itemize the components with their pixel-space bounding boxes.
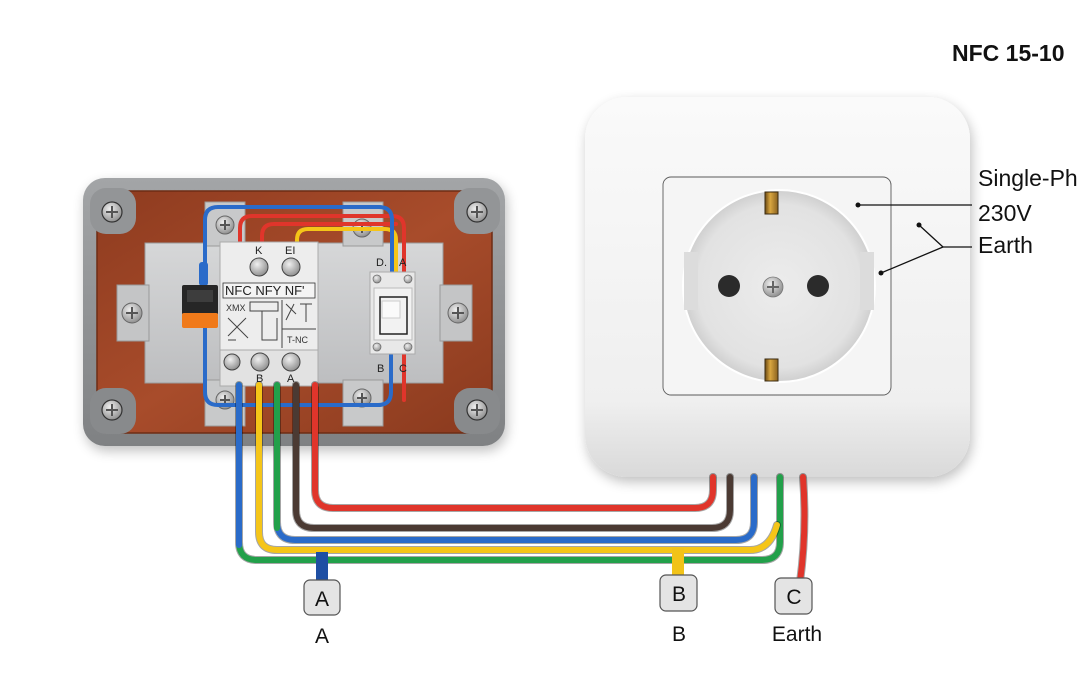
cable-run <box>235 381 809 586</box>
internal-wire-red <box>238 214 406 402</box>
breaker-strip-label: NFC NFY NF' <box>225 283 305 298</box>
breaker-module: K EI NFC NFY NF' XMX T-NC B A <box>219 241 319 387</box>
tag-letter: C <box>786 586 801 609</box>
callout-dot <box>916 222 922 228</box>
screw-icon <box>447 302 469 324</box>
tag-letter: A <box>315 588 329 611</box>
socket-side-notch-right <box>860 252 874 310</box>
screw-icon <box>215 215 235 235</box>
screw-icon <box>466 399 488 421</box>
terminal-screw-icon <box>281 352 301 372</box>
switch-bottom-label: C <box>399 363 407 375</box>
wire-connector <box>182 262 218 328</box>
breaker-top-label: K <box>255 245 263 257</box>
socket-side-notch-left <box>684 252 698 310</box>
terminal-label: A <box>315 625 329 648</box>
breaker-top-label: EI <box>285 245 295 257</box>
wire-yellow <box>256 382 780 553</box>
internal-wire-red-2 <box>260 222 398 250</box>
earth-clip-top-icon <box>764 191 779 215</box>
callout-lines <box>858 204 972 274</box>
callout-dot <box>878 270 884 276</box>
switch-top-label: A <box>399 257 407 269</box>
tag-clip-yellow <box>672 548 684 576</box>
tag-box <box>774 577 813 615</box>
callout-voltage: 230V <box>978 200 1032 226</box>
switch-top-label: D. <box>376 257 387 269</box>
wire-earth-lead <box>797 474 808 585</box>
callout-earth: Earth <box>978 232 1033 258</box>
breaker-symbol-icon <box>261 311 278 341</box>
terminal-screw-icon <box>223 353 241 371</box>
terminal-label: B <box>672 623 686 646</box>
screw-icon <box>101 201 123 223</box>
internal-wire-yellow <box>295 227 398 277</box>
terminal-c: C Earth <box>772 577 822 646</box>
earth-clip-bottom-icon <box>764 358 779 382</box>
terminal-screw-icon <box>249 257 269 277</box>
terminal-screw-icon <box>250 352 270 372</box>
screw-icon <box>101 399 123 421</box>
breaker-symbol-icon <box>249 301 279 312</box>
pin-hole-left-icon <box>718 275 740 297</box>
wall-outlet <box>585 97 972 477</box>
toggle-lever-icon <box>381 300 401 319</box>
terminal-label: Earth <box>772 623 822 646</box>
pin-hole-right-icon <box>807 275 829 297</box>
callout-dot <box>855 202 861 208</box>
switch-bottom-label: B <box>377 363 384 375</box>
wire-green <box>236 382 783 563</box>
breaker-symbol-icon <box>227 317 249 341</box>
breaker-right-code: T-NC <box>287 335 308 345</box>
wire-red <box>312 382 716 511</box>
terminal-b: B B <box>659 548 698 646</box>
tag-clip-blue <box>316 552 328 582</box>
wire-brown <box>293 382 733 531</box>
tag-letter: B <box>672 583 686 606</box>
screw-icon <box>121 302 143 324</box>
breaker-symbol-icon <box>285 303 312 322</box>
junction-box: K EI NFC NFY NF' XMX T-NC B A D. A <box>83 178 505 446</box>
center-screw-icon <box>762 276 784 298</box>
breaker-bottom-label: A <box>287 373 295 385</box>
breaker-left-code: XMX <box>226 303 246 313</box>
screw-icon <box>466 201 488 223</box>
tag-box <box>303 579 341 616</box>
callout-single-phase: Single-Ph <box>978 165 1078 191</box>
terminal-screw-icon <box>281 257 301 277</box>
breaker-bottom-label: B <box>256 373 263 385</box>
standard-title: NFC 15-10 <box>952 40 1064 66</box>
tag-box <box>659 574 698 612</box>
terminal-a: A A <box>303 552 341 648</box>
circuit-switch: D. A B C <box>369 257 416 375</box>
